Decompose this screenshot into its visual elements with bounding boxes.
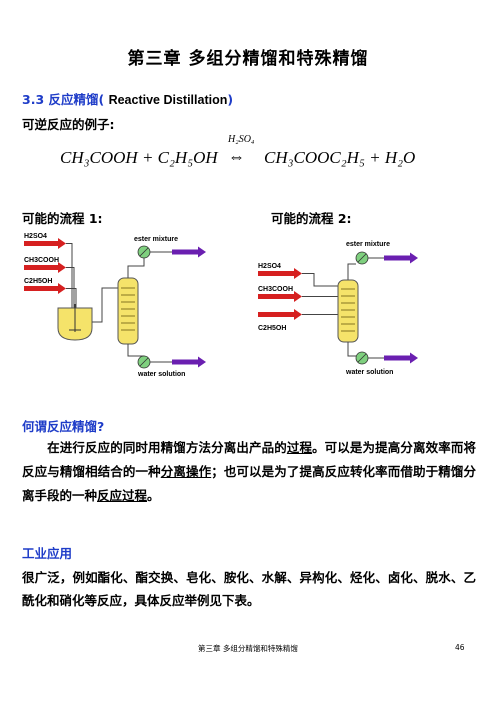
definition-term-process: 过程 [286, 440, 313, 455]
top-product-label: ester mixture [134, 236, 178, 243]
feed-label-acetic: CH3COOH [258, 286, 293, 293]
question-heading: 何谓反应精馏? [22, 419, 105, 434]
equation-catalyst: H₂SO₄ [228, 134, 255, 145]
definition-term-reaction: 反应过程 [97, 488, 148, 503]
definition-text-4: 。 [147, 488, 160, 503]
process-diagram-2: ester mixture H2SO4 CH3COOH C2H5OH water… [258, 241, 418, 376]
feed-arrow [24, 262, 66, 273]
industrial-heading: 工业应用 [22, 546, 73, 561]
feed-label-h2so4: H2SO4 [258, 263, 281, 270]
industrial-paragraph: 很广泛，例如酯化、酯交换、皂化、胺化、水解、异构化、烃化、卤化、脱水、乙酰化和硝… [22, 570, 476, 608]
section-number: 3.3 反应精馏( [22, 92, 105, 107]
top-product-label: ester mixture [346, 241, 390, 248]
definition-text-1: 在进行反应的同时用精馏方法分离出产品的 [47, 440, 287, 455]
section-heading: 3.3 反应精馏( Reactive Distillation) [22, 89, 233, 108]
feed-arrow [258, 268, 302, 279]
feed-arrow [24, 283, 66, 294]
section-close: ) [227, 92, 234, 107]
equation-right: CH₃COOC₂H₅ + H₂O [264, 148, 416, 167]
definition-term-separation: 分离操作 [160, 464, 212, 479]
page-footer: 第三章 多组分精馏和特殊精馏 [198, 644, 298, 653]
section-english: Reactive Distillation [108, 93, 228, 107]
product-arrow-bottom [384, 352, 418, 364]
feed-label-acetic: CH3COOH [24, 257, 59, 264]
flow2-label: 可能的流程 2: [271, 211, 352, 226]
reversible-label: 可逆反应的例子: [22, 117, 115, 132]
product-arrow-top [172, 246, 206, 258]
product-arrow-bottom [172, 356, 206, 368]
feed-arrow [258, 291, 302, 302]
page-number: 46 [455, 643, 465, 652]
reaction-equation: H₂SO₄ CH₃COOH + C₂H₅OH ⇔ CH₃COOC₂H₅ + H₂… [50, 134, 470, 176]
equation-arrow: ⇔ [228, 147, 245, 166]
feed-label-h2so4: H2SO4 [24, 233, 47, 240]
feed-arrow [258, 309, 302, 320]
process-diagram-1: H2SO4 CH3COOH C2H5OH ester mixture water… [24, 233, 206, 378]
feed-arrow [24, 238, 66, 249]
equation-left: CH₃COOH + C₂H₅OH [60, 148, 218, 167]
bottom-product-label: water solution [137, 371, 185, 378]
definition-text-2: 。可以是为提高分离效率而将反应与精馏相结合的一种 [22, 440, 476, 479]
product-arrow-top [384, 252, 418, 264]
feed-label-ethanol: C2H5OH [24, 278, 52, 285]
definition-paragraph: 在进行反应的同时用精馏方法分离出产品的过程。可以是为提高分离效率而将反应与精馏相… [22, 436, 476, 508]
bottom-product-label: water solution [345, 369, 393, 376]
flow1-label: 可能的流程 1: [22, 211, 103, 226]
feed-label-ethanol: C2H5OH [258, 325, 286, 332]
definition-text-3: ；也可以是为了提高反应转化率而借助于精馏分离手段的一种 [22, 464, 476, 503]
page-title: 第三章 多组分精馏和特殊精馏 [127, 49, 369, 69]
